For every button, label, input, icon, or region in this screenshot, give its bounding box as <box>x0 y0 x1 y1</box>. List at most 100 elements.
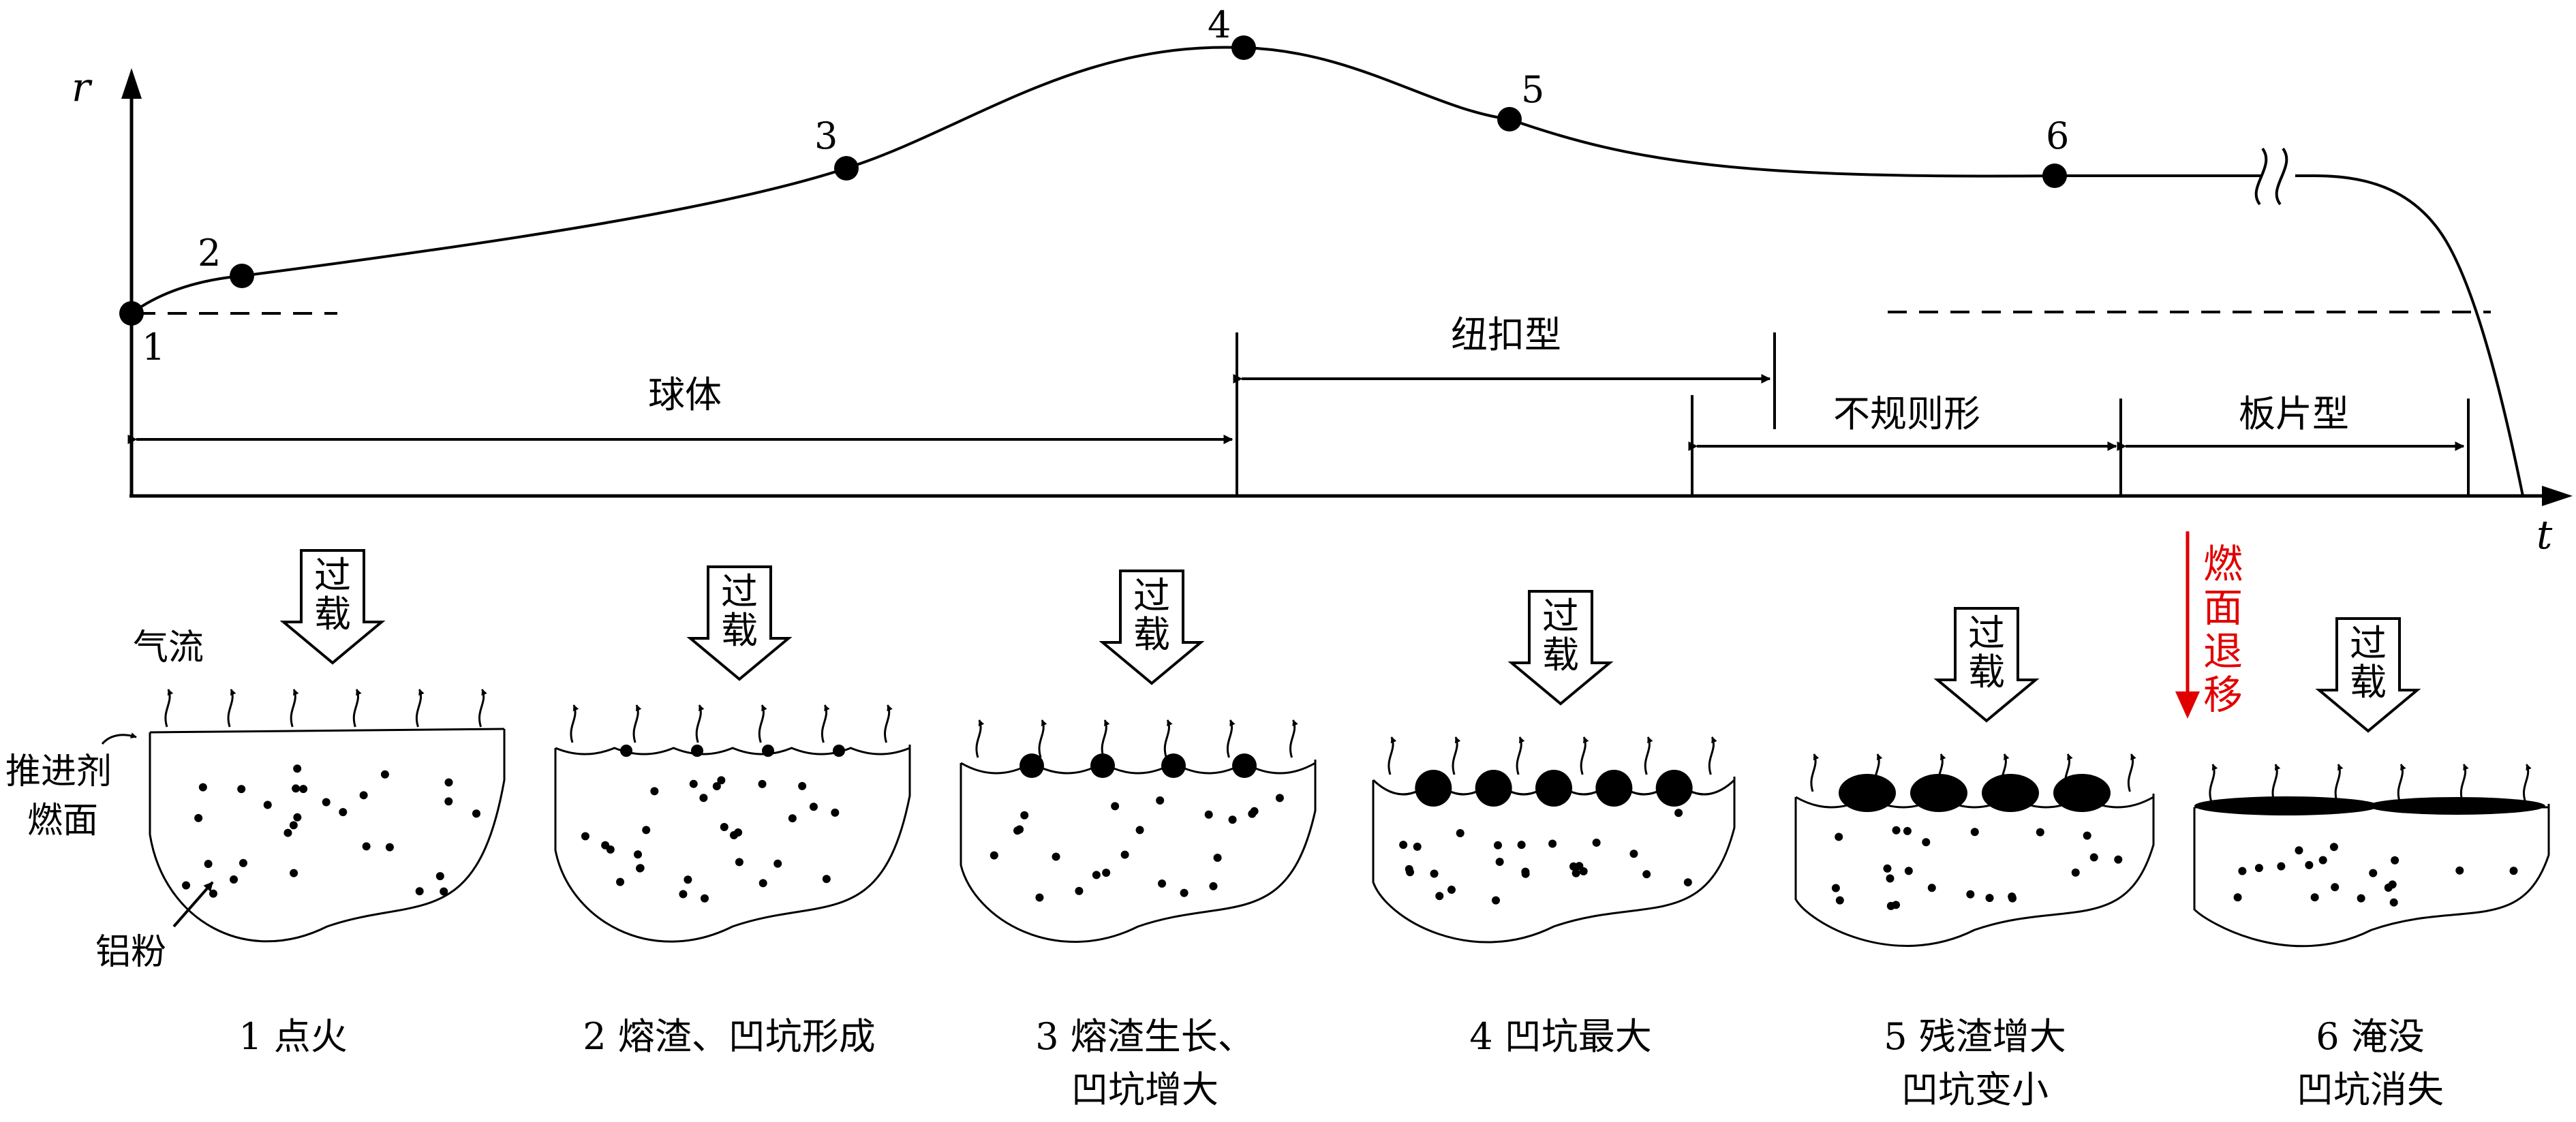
burn-surface <box>960 762 1316 775</box>
size-vs-time-graph: r t 1 2 3 4 <box>72 3 2573 558</box>
airflow-arrow <box>2334 764 2344 802</box>
aluminum-particle <box>684 875 692 884</box>
aluminum-particle <box>198 783 207 792</box>
axis-break-mark <box>2246 147 2314 206</box>
aluminum-particle <box>2388 880 2397 889</box>
propellant-body <box>1372 777 1736 944</box>
aluminum-particle <box>1892 826 1901 835</box>
aluminum-particle <box>292 784 301 793</box>
aluminum-particle <box>634 850 643 859</box>
propellant-label-line1: 推进剂 <box>5 751 112 792</box>
aluminum-particle <box>322 798 331 807</box>
y-axis-arrowhead <box>121 68 142 99</box>
aluminum-particle <box>1966 890 1975 899</box>
aluminum-particle <box>699 794 708 802</box>
stage-caption-line: 2 熔渣、凹坑形成 <box>583 1015 876 1058</box>
aluminum-particle <box>2036 828 2044 837</box>
curve-point-label: 1 <box>142 326 165 369</box>
aluminum-particle <box>2238 867 2247 875</box>
aluminum-particle <box>1592 838 1601 847</box>
aluminum-particle <box>1209 882 1218 890</box>
aluminum-particle <box>1521 869 1530 878</box>
phase-label-plate: 板片型 <box>2239 392 2349 435</box>
aluminum-particle <box>1180 888 1189 897</box>
airflow-label: 气流 <box>133 627 204 668</box>
aluminum-particle <box>1015 825 1024 834</box>
aluminum-particle <box>700 894 709 903</box>
overload-label-char: 载 <box>1133 613 1170 656</box>
aluminum-particle <box>444 778 453 787</box>
slag-plate <box>2194 796 2379 815</box>
aluminum-particle <box>2089 853 2098 862</box>
aluminum-particle <box>1052 852 1060 861</box>
slag-droplet <box>1595 770 1633 807</box>
aluminum-particle <box>2083 831 2091 840</box>
y-axis-label: r <box>72 64 93 110</box>
airflow-arrow <box>695 704 705 743</box>
aluminum-particle <box>359 791 368 800</box>
overload-label-char: 过 <box>721 570 758 613</box>
aluminum-particle <box>2233 893 2242 902</box>
aluminum-particle <box>1204 810 1213 819</box>
airflow-arrow <box>1810 753 1820 792</box>
airflow-arrow <box>2397 764 2406 802</box>
airflow-arrow <box>478 689 487 728</box>
curve-point-marker <box>230 264 254 288</box>
regression-arrowhead <box>2175 691 2200 719</box>
slag-droplet <box>2053 774 2111 812</box>
size-curve <box>130 46 2246 315</box>
aluminum-particle <box>444 797 453 806</box>
aluminum-particle <box>798 781 807 790</box>
slag-droplet <box>762 745 774 757</box>
overload-label-char: 载 <box>721 609 758 652</box>
airflow-arrow <box>632 704 642 743</box>
slag-droplet <box>833 745 845 757</box>
aluminum-particle <box>712 782 721 791</box>
aluminum-particle <box>2455 866 2464 875</box>
aluminum-particle <box>616 877 625 886</box>
aluminum-particle <box>263 800 272 809</box>
airflow-arrow <box>1163 719 1173 758</box>
aluminum-particle <box>209 889 217 898</box>
airflow-arrow <box>1226 719 1236 758</box>
aluminum-particle <box>1904 867 1913 875</box>
stage-caption-line: 凹坑变小 <box>1901 1068 2049 1111</box>
curve-point-label: 2 <box>198 232 221 275</box>
curve-point-label: 4 <box>1208 3 1231 46</box>
aluminum-particle <box>1835 832 1843 841</box>
aluminum-particle <box>1642 870 1651 879</box>
aluminum-particle <box>2071 868 2080 877</box>
aluminum-particle <box>1456 829 1465 838</box>
aluminum-particle <box>1156 796 1165 805</box>
aluminum-particle <box>1075 886 1084 895</box>
aluminum-particle <box>606 845 615 854</box>
aluminum-label: 铝粉 <box>95 932 166 973</box>
aluminum-particle <box>1674 809 1683 817</box>
curve-point-6: 6 <box>2042 114 2069 188</box>
stage-panel-2: 过载 2 熔渣、凹坑形成 <box>554 565 911 1058</box>
aluminum-particle <box>2305 860 2314 869</box>
overload-label-char: 过 <box>1542 595 1579 638</box>
aluminum-particle <box>650 787 659 796</box>
aluminum-particle <box>2114 855 2123 864</box>
aluminum-particle <box>380 770 389 779</box>
stage-caption-line: 凹坑增大 <box>1071 1068 1218 1111</box>
aluminum-particle <box>1571 869 1580 877</box>
aluminum-particle <box>581 832 589 841</box>
aluminum-particle <box>1495 858 1504 867</box>
curve-point-label: 5 <box>1521 68 1544 111</box>
aluminum-particle <box>1492 896 1501 905</box>
stage-caption-line: 3 熔渣生长、 <box>1035 1015 1255 1058</box>
airflow-arrow <box>1708 736 1717 775</box>
aluminum-particle <box>1035 893 1044 902</box>
aluminum-particle <box>1985 894 1994 903</box>
propellant-body <box>1794 794 2155 947</box>
slag-droplet <box>1535 770 1572 807</box>
propellant-body <box>149 729 506 943</box>
curve-point-marker <box>834 156 859 181</box>
curve-point-3: 3 <box>814 114 859 181</box>
stage-caption-line: 1 点火 <box>239 1015 348 1058</box>
regression-label-char: 退 <box>2203 628 2243 674</box>
aluminum-particle <box>1399 841 1408 850</box>
propellant-body <box>554 745 911 943</box>
